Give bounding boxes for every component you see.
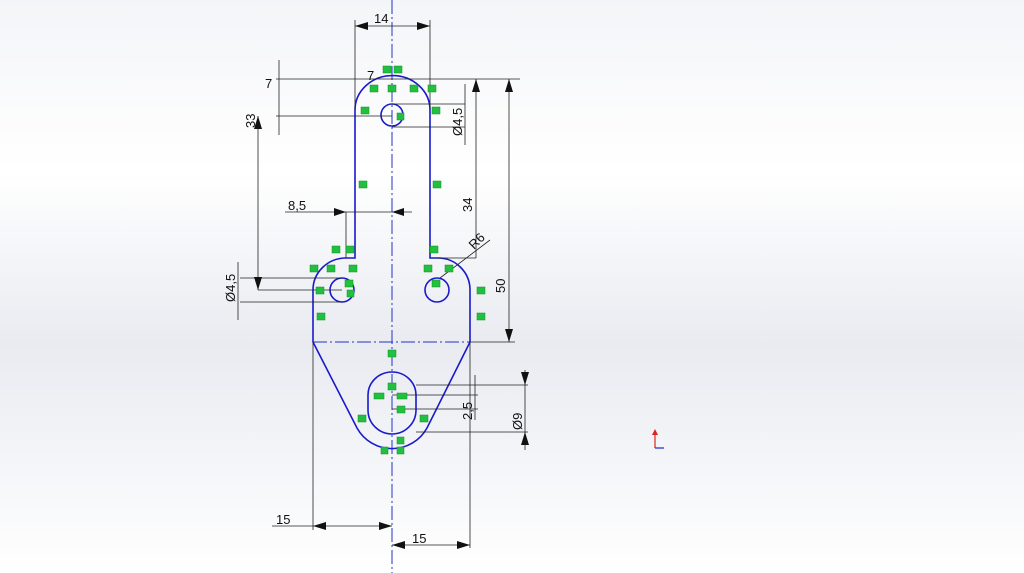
dim-hole-spacing[interactable]: 33 [243, 114, 258, 128]
dim-50[interactable]: 50 [493, 279, 508, 293]
dim-top-arc[interactable]: 7 [367, 68, 374, 83]
dim-top-hole[interactable]: Ø4,5 [450, 108, 465, 136]
dim-fillet[interactable]: R6 [466, 230, 488, 252]
dim-8-5[interactable]: 8,5 [288, 198, 306, 213]
dim-left-15[interactable]: 15 [276, 512, 290, 527]
dim-34[interactable]: 34 [460, 198, 475, 212]
dim-right-15[interactable]: 15 [412, 531, 426, 546]
dim-2-5[interactable]: 2,5 [460, 402, 475, 420]
dimension-lines [237, 20, 528, 548]
dim-slot-width[interactable]: 14 [374, 11, 388, 26]
origin-axis-icon [652, 429, 664, 449]
right-hole[interactable] [424, 277, 450, 303]
dim-bottom-dia[interactable]: Ø9 [510, 413, 525, 430]
bottom-slot[interactable] [367, 371, 417, 435]
dim-top-offset[interactable]: 7 [265, 76, 272, 91]
relation-badges [309, 65, 486, 455]
dim-side-hole[interactable]: Ø4,5 [223, 274, 238, 302]
dimension-arrows [254, 22, 529, 549]
